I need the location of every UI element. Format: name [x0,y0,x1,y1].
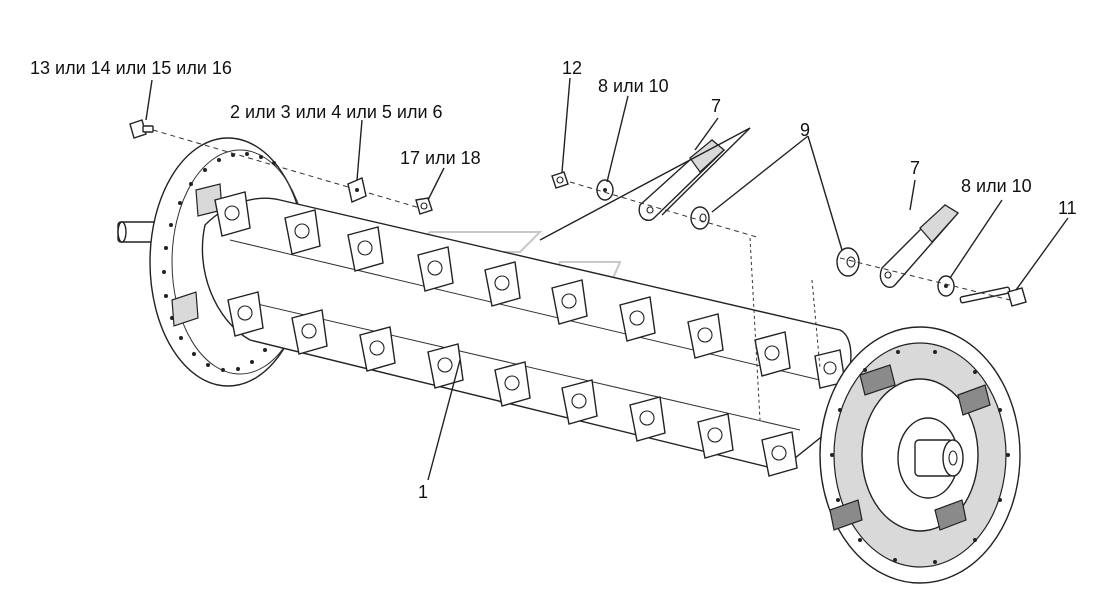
washer-8-10-left [596,179,614,201]
callout-labels: 13 или 14 или 15 или 16 2 или 3 или 4 ил… [30,58,1077,502]
bracket [214,191,251,237]
callout-2-6: 2 или 3 или 4 или 5 или 6 [230,102,443,122]
callout-17-18: 17 или 18 [400,148,481,168]
bracket [761,431,798,477]
bracket [347,226,384,272]
callout-9: 9 [800,120,810,140]
callout-1: 1 [418,482,428,502]
bracket [619,296,656,342]
right-disc-bolt-holes [830,350,1010,564]
assembly-axis-right [839,257,1011,301]
bracket [629,396,666,442]
callout-7-right: 7 [910,158,920,178]
spacer-9-right [836,247,860,277]
lower-bracket-row [227,291,798,477]
bracket [427,343,464,389]
bracket [551,279,588,325]
callout-8-10-right: 8 или 10 [961,176,1032,196]
plate-2-6 [347,177,367,203]
bracket [291,309,328,355]
bracket [697,413,734,459]
bracket [561,379,598,425]
bolt-11 [959,286,1027,307]
callout-13-16: 13 или 14 или 15 или 16 [30,58,232,78]
callout-11: 11 [1058,198,1077,218]
bracket [417,246,454,292]
bracket [754,331,791,377]
callout-7-left: 7 [711,96,721,116]
knife-7-left [638,139,726,222]
upper-bracket-row [214,191,846,389]
bracket [687,313,724,359]
assembly-axis-left [152,129,421,209]
right-end-disc [819,326,1021,584]
nut-17-18 [415,197,433,215]
callout-12: 12 [562,58,582,78]
nut-12 [551,171,569,189]
bracket [494,361,531,407]
bracket [284,209,321,255]
bracket [359,326,396,372]
bracket [227,291,264,337]
washer-8-10-right [937,275,955,297]
knife-7-right [879,204,960,288]
leader-lines [145,77,1069,481]
bolt-13-16 [129,119,154,139]
callout-8-10-left: 8 или 10 [598,76,669,96]
assembly-axis-middle [569,181,761,239]
bracket [484,261,521,307]
